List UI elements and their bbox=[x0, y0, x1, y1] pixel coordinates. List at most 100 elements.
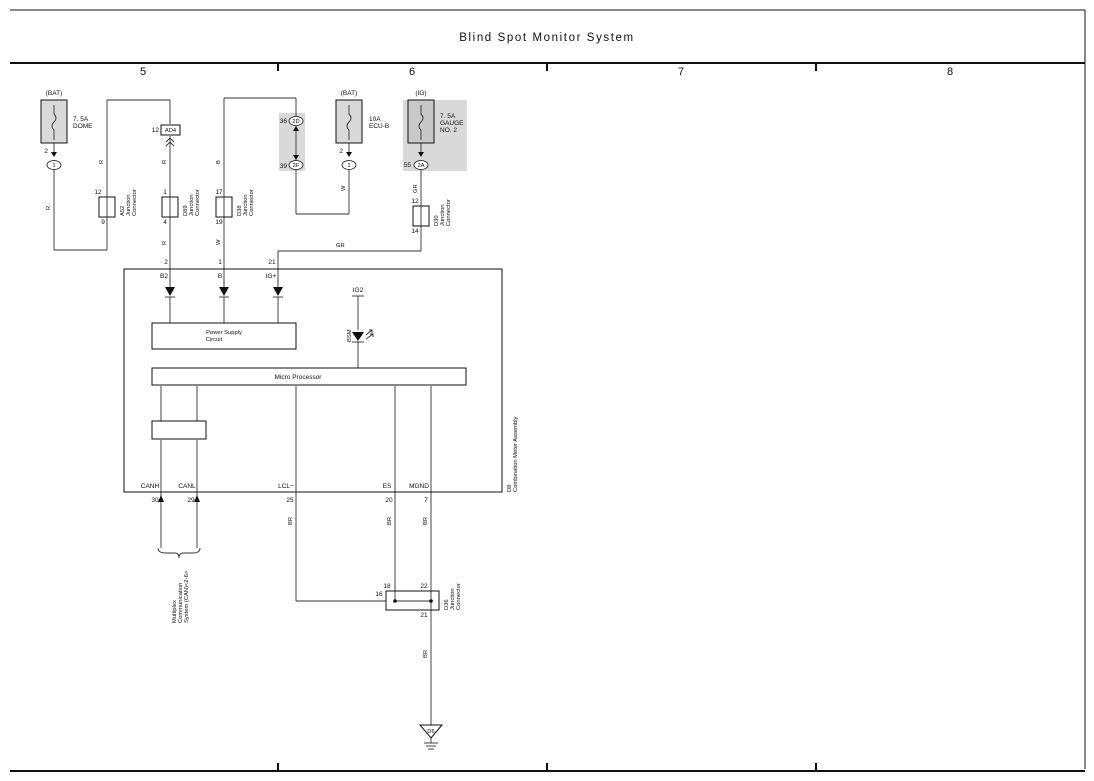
svg-text:A52: A52 bbox=[120, 206, 126, 216]
svg-text:LCL−: LCL− bbox=[278, 483, 294, 490]
svg-text:12: 12 bbox=[411, 198, 419, 205]
svg-text:29: 29 bbox=[187, 497, 195, 504]
svg-text:Junction: Junction bbox=[440, 204, 446, 226]
column-number: 7 bbox=[678, 66, 684, 78]
svg-text:2: 2 bbox=[339, 148, 343, 155]
svg-text:Junction: Junction bbox=[126, 194, 132, 216]
svg-text:10A: 10A bbox=[369, 116, 381, 123]
svg-text:12: 12 bbox=[152, 127, 160, 134]
connector-ad4: 12 AD4 bbox=[152, 124, 181, 147]
svg-text:(BAT): (BAT) bbox=[341, 90, 358, 97]
svg-text:2: 2 bbox=[44, 148, 48, 155]
svg-text:30: 30 bbox=[151, 497, 159, 504]
svg-text:7: 7 bbox=[424, 497, 428, 504]
svg-text:MGND: MGND bbox=[409, 483, 429, 490]
svg-text:7. 5A: 7. 5A bbox=[440, 113, 456, 120]
svg-text:W: W bbox=[216, 239, 222, 245]
svg-text:Power Supply: Power Supply bbox=[206, 330, 242, 336]
svg-text:CANL: CANL bbox=[178, 483, 196, 490]
svg-text:NO. 2: NO. 2 bbox=[440, 127, 457, 134]
svg-text:55: 55 bbox=[404, 162, 412, 169]
svg-text:BR: BR bbox=[288, 517, 294, 525]
svg-text:Junction: Junction bbox=[243, 194, 249, 216]
svg-text:R: R bbox=[162, 160, 168, 164]
svg-text:2F: 2F bbox=[293, 163, 300, 169]
svg-text:22: 22 bbox=[420, 583, 428, 590]
svg-text:21: 21 bbox=[420, 612, 428, 619]
junction-connector-d36: 18 22 16 21 D36 Junction Connector bbox=[375, 583, 462, 619]
svg-text:Connector: Connector bbox=[132, 189, 138, 216]
ground-icon: D6 bbox=[418, 724, 444, 750]
wires bbox=[53, 97, 432, 725]
svg-text:Circuit: Circuit bbox=[206, 337, 223, 343]
svg-text:D89: D89 bbox=[183, 205, 189, 216]
column-number: 8 bbox=[947, 66, 953, 78]
svg-text:16: 16 bbox=[375, 591, 383, 598]
svg-text:Connector: Connector bbox=[446, 199, 452, 226]
svg-text:B: B bbox=[218, 273, 222, 280]
svg-text:R: R bbox=[162, 241, 168, 245]
svg-text:System (CAN)<2-6>: System (CAN)<2-6> bbox=[184, 570, 190, 623]
svg-text:36: 36 bbox=[280, 118, 288, 125]
svg-text:Junction: Junction bbox=[189, 194, 195, 216]
svg-text:R: R bbox=[46, 206, 52, 210]
svg-text:Connector: Connector bbox=[456, 583, 462, 610]
svg-text:1: 1 bbox=[163, 189, 167, 196]
svg-text:B2: B2 bbox=[160, 273, 168, 280]
junction-connector-d89: 1 4 D89 Junction Connector bbox=[161, 189, 201, 226]
svg-text:AD4: AD4 bbox=[165, 128, 177, 134]
svg-text:39: 39 bbox=[280, 163, 288, 170]
svg-text:Junction: Junction bbox=[450, 588, 456, 610]
svg-text:19: 19 bbox=[215, 219, 223, 226]
svg-text:D8: D8 bbox=[507, 485, 513, 492]
connector-2d-2f: 36 2D 39 2F bbox=[280, 116, 304, 170]
diagram-title: Blind Spot Monitor System bbox=[459, 32, 635, 44]
svg-text:14: 14 bbox=[411, 228, 419, 235]
svg-text:DOME: DOME bbox=[73, 123, 93, 130]
fuse-ecu-b: (BAT) 10A ECU-B 2 1 bbox=[335, 90, 389, 170]
combination-meter-assembly: 2 1 21 B2 B IG+ IG2 BSM Power Supply Cir… bbox=[123, 259, 519, 504]
column-number: 6 bbox=[409, 66, 415, 78]
column-number: 5 bbox=[140, 66, 146, 78]
wire-color-labels: R R R R B W W GR GR BR BR BR BR bbox=[46, 160, 429, 658]
svg-text:1: 1 bbox=[52, 163, 55, 169]
svg-text:GR: GR bbox=[336, 243, 345, 249]
fuse-gauge-no2: (IG) 7. 5A GAUGE NO. 2 55 2A bbox=[404, 90, 464, 170]
svg-text:21: 21 bbox=[268, 259, 276, 266]
svg-text:ECU-B: ECU-B bbox=[369, 123, 389, 130]
svg-text:Communication: Communication bbox=[178, 583, 184, 623]
junction-connector-d30: 12 14 D30 Junction Connector bbox=[411, 198, 452, 235]
svg-text:20: 20 bbox=[385, 497, 393, 504]
svg-text:B: B bbox=[216, 160, 222, 164]
svg-text:CANH: CANH bbox=[141, 483, 160, 490]
svg-text:D30: D30 bbox=[434, 215, 440, 226]
svg-text:1: 1 bbox=[347, 163, 350, 169]
svg-text:R: R bbox=[99, 160, 105, 164]
svg-text:2D: 2D bbox=[292, 119, 299, 125]
svg-text:BR: BR bbox=[423, 650, 429, 658]
junction-connector-a52: 12 9 A52 Junction Connector bbox=[94, 189, 138, 226]
svg-text:25: 25 bbox=[286, 497, 294, 504]
svg-text:(BAT): (BAT) bbox=[46, 90, 63, 97]
svg-text:IG+: IG+ bbox=[266, 273, 277, 280]
svg-text:GR: GR bbox=[413, 184, 419, 193]
svg-text:D36: D36 bbox=[444, 599, 450, 610]
svg-text:Micro Processor: Micro Processor bbox=[275, 374, 323, 381]
svg-text:ES: ES bbox=[383, 483, 392, 490]
svg-text:7. 5A: 7. 5A bbox=[73, 116, 89, 123]
svg-text:D38: D38 bbox=[237, 205, 243, 216]
junction-connector-d38: 17 19 D38 Junction Connector bbox=[215, 189, 255, 226]
svg-text:12: 12 bbox=[94, 189, 102, 196]
svg-text:Connector: Connector bbox=[195, 189, 201, 216]
svg-text:BR: BR bbox=[423, 517, 429, 525]
svg-text:D6: D6 bbox=[427, 729, 434, 735]
svg-text:1: 1 bbox=[218, 259, 222, 266]
svg-text:2A: 2A bbox=[417, 163, 424, 169]
svg-text:4: 4 bbox=[163, 219, 167, 226]
svg-text:Multiplex: Multiplex bbox=[172, 600, 178, 623]
svg-text:BR: BR bbox=[387, 517, 393, 525]
svg-text:9: 9 bbox=[101, 219, 105, 226]
svg-text:Connector: Connector bbox=[249, 189, 255, 216]
svg-text:W: W bbox=[341, 185, 347, 191]
